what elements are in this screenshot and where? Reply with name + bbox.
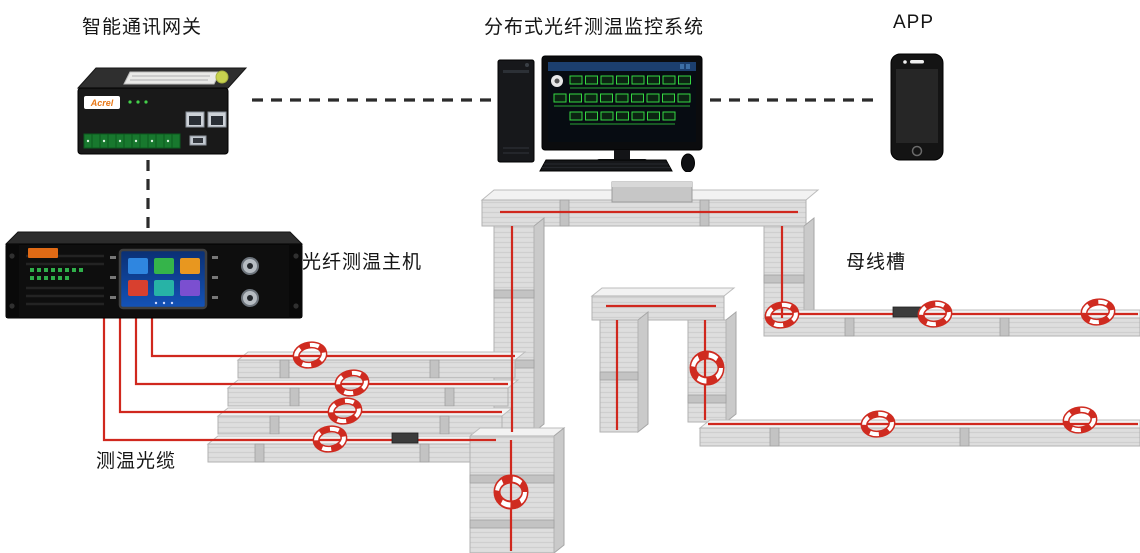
busway-connector-boxes	[391, 306, 922, 444]
ethernet-ports-icon	[185, 111, 227, 128]
busway-run-left-3	[216, 407, 514, 435]
busway-run-right-upper	[762, 309, 1140, 337]
host-label: 光纤测温主机	[302, 252, 423, 273]
host-lcd-screen	[118, 248, 208, 310]
host-green-lettering	[30, 268, 83, 280]
busway-network	[206, 181, 1140, 553]
gateway-top-sticker	[123, 71, 221, 85]
busway-run-right-lower	[698, 419, 1140, 447]
cable-left-runs	[218, 354, 515, 442]
cable-portal-large	[500, 210, 798, 432]
cable-portal-middle	[606, 304, 716, 430]
connector-box	[391, 432, 419, 444]
rack-ear-right	[289, 244, 302, 318]
app-phone-device	[886, 52, 948, 164]
temp-cable-lines	[102, 210, 1138, 551]
screen-busbar-rows	[553, 75, 691, 121]
busway-run-bottom-vertical	[468, 426, 566, 553]
monitor-system-device	[496, 50, 708, 172]
fiber-host-device	[4, 220, 304, 328]
busway-run-left-2	[226, 379, 520, 407]
fiber-connectors	[241, 257, 259, 307]
gateway-device: Acrel	[70, 48, 250, 163]
connector-box	[892, 306, 922, 318]
pc-tower-icon	[497, 59, 535, 163]
rack-ear-left	[6, 244, 19, 318]
busway-label: 母线槽	[846, 252, 907, 273]
gateway-brand-text: Acrel	[90, 98, 114, 108]
host-brand-badge	[28, 248, 58, 258]
gateway-round-sticker	[215, 70, 229, 84]
gateway-brand-badge	[84, 96, 120, 109]
host-screen-side-labels	[110, 256, 218, 299]
app-label: APP	[893, 12, 935, 33]
temp-cable-label: 测温光缆	[96, 451, 177, 472]
mouse-icon	[681, 153, 695, 172]
keyboard-icon	[539, 159, 673, 172]
monitor-system-label: 分布式光纤测温监控系统	[484, 17, 705, 38]
monitor-icon	[541, 55, 703, 165]
host-cable-drops	[102, 318, 248, 442]
gateway-label: 智能通讯网关	[82, 17, 203, 38]
dashed-connectors	[146, 98, 880, 230]
